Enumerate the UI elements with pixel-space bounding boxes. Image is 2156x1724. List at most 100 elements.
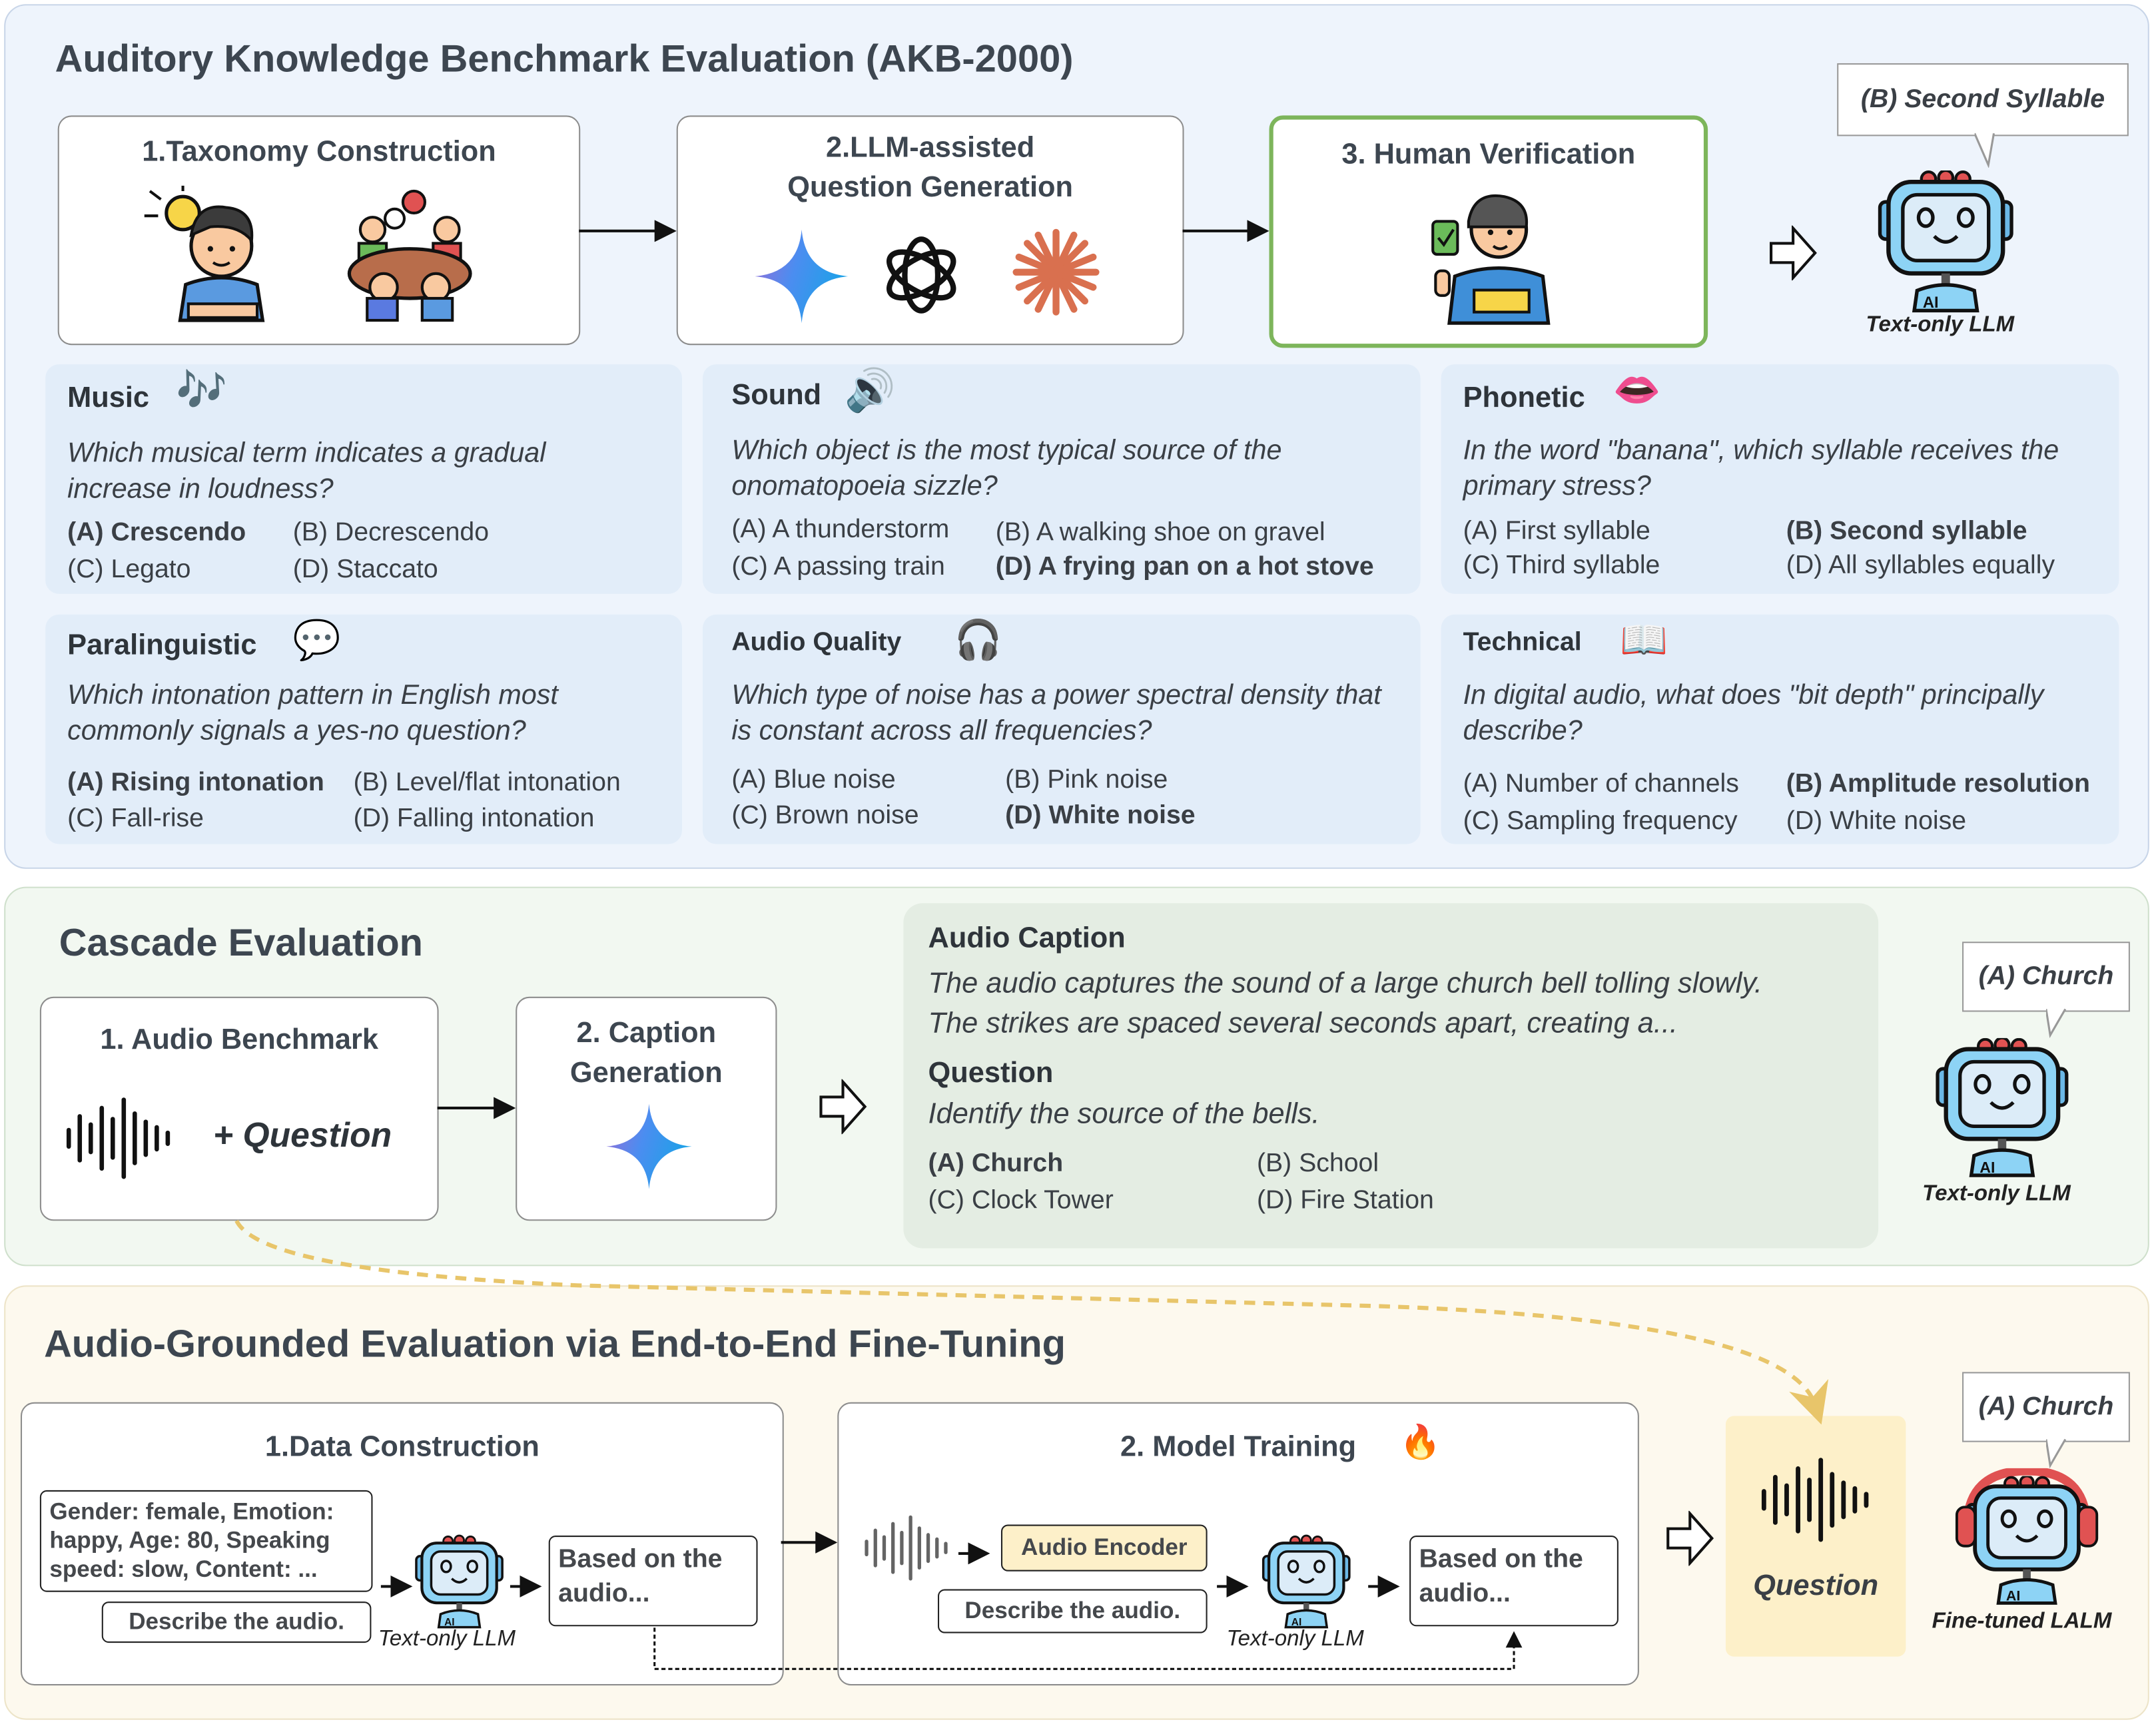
arrow-icon	[380, 1575, 413, 1597]
caption-line-1: The audio captures the sound of a large …	[928, 968, 1762, 1000]
arrow-icon	[1368, 1575, 1400, 1597]
book-icon: 📖	[1619, 619, 1668, 662]
category-card-technical: Technical 📖 In digital audio, what does …	[1441, 614, 2119, 844]
model-label: Text-only LLM	[1922, 1182, 2071, 1206]
category-question: Which intonation pattern in English most…	[67, 680, 558, 747]
option-b: (B) School	[1256, 1149, 1379, 1179]
step-label-line2: Generation	[569, 1057, 723, 1089]
openai-icon	[886, 236, 956, 314]
step-label: 3. Human Verification	[1341, 139, 1636, 170]
option-d: (D) White noise	[1005, 801, 1196, 830]
arrow-icon	[510, 1575, 542, 1597]
musical-notes-icon: 🎶	[176, 368, 228, 414]
option-b: (B) Pink noise	[1005, 765, 1168, 795]
arrow-construction-to-training	[781, 1531, 838, 1554]
step-llm-question-generation: 2.LLM-assisted Question Generation	[676, 115, 1184, 346]
arrow-icon	[1217, 1575, 1249, 1597]
option-d: (D) Fire Station	[1256, 1186, 1434, 1216]
option-b: (B) A walking shoe on gravel	[995, 518, 1325, 547]
option-b: (B) Amplitude resolution	[1786, 770, 2090, 799]
option-b: (B) Level/flat intonation	[353, 768, 621, 798]
plus-question-label: + Question	[212, 1116, 392, 1155]
caption-line-2: The strikes are spaced several seconds a…	[928, 1007, 1678, 1039]
step-label: 2. Model Training	[1120, 1431, 1357, 1463]
arrow-icon	[958, 1542, 990, 1565]
akb-title: Auditory Knowledge Benchmark Evaluation …	[55, 37, 1074, 80]
bubble-tail	[2045, 1008, 2067, 1038]
speaker-icon: 🔊	[844, 368, 896, 414]
answer-bubble: (B) Second Syllable	[1837, 63, 2129, 137]
step-taxonomy-construction: 1.Taxonomy Construction	[57, 115, 581, 346]
step-label: 1. Audio Benchmark	[100, 1024, 379, 1056]
caption-panel: Audio Caption The audio captures the sou…	[903, 903, 1879, 1249]
category-question: Which musical term indicates a gradual i…	[67, 438, 546, 505]
heart-speech-icon: 💬	[292, 619, 341, 662]
category-title: Sound	[731, 379, 822, 412]
option-c: (C) Sampling frequency	[1463, 806, 1738, 836]
arrow-step1-to-step2	[579, 220, 677, 242]
bubble-tail	[1974, 133, 1995, 168]
prompt-box: Describe the audio.	[101, 1601, 372, 1643]
model-label: Fine-tuned LALM	[1932, 1609, 2112, 1633]
arrow-benchmark-to-caption	[437, 1097, 516, 1119]
category-title: Technical	[1463, 628, 1582, 657]
step-label: 1.Data Construction	[264, 1431, 539, 1463]
output-box: Based on the audio...	[548, 1536, 758, 1627]
category-title: Music	[67, 382, 150, 414]
team-meeting-icon	[347, 189, 472, 322]
option-a: (A) First syllable	[1463, 517, 1650, 546]
lips-icon: 👄	[1613, 368, 1661, 412]
output-box: Based on the audio...	[1409, 1536, 1618, 1627]
category-card-paralinguistic: Paralinguistic 💬 Which intonation patter…	[45, 614, 682, 844]
audio-question-panel: Question	[1725, 1416, 1906, 1657]
step-label-line1: 2.LLM-assisted	[826, 132, 1035, 164]
option-d: (D) All syllables equally	[1786, 551, 2055, 581]
thinking-person-icon	[144, 185, 265, 322]
caption-generation-box: 2. Caption Generation	[516, 996, 777, 1221]
caption-heading: Audio Caption	[928, 922, 1126, 954]
option-d: (D) Falling intonation	[353, 804, 595, 834]
option-d: (D) White noise	[1786, 806, 1967, 836]
option-a: (A) A thunderstorm	[731, 515, 950, 545]
prompt-box: Describe the audio.	[937, 1589, 1208, 1633]
fine-tuned-robot-icon	[1955, 1468, 2099, 1605]
option-d: (D) Staccato	[292, 555, 438, 585]
supervision-dashed-arrow	[653, 1627, 1523, 1670]
answer-bubble: (A) Church	[1962, 942, 2130, 1012]
question-label: Question	[1753, 1570, 1879, 1602]
option-c: (C) Fall-rise	[67, 804, 204, 834]
grounded-title: Audio-Grounded Evaluation via End-to-End…	[44, 1322, 1066, 1366]
claude-icon	[1012, 228, 1100, 316]
audio-encoder-box: Audio Encoder	[1000, 1524, 1208, 1572]
step-label-line1: 2. Caption	[576, 1017, 717, 1049]
option-c: (C) Third syllable	[1463, 551, 1660, 581]
option-c: (C) Brown noise	[731, 801, 919, 830]
option-a: (A) Number of channels	[1463, 770, 1739, 799]
option-a: (A) Church	[928, 1149, 1064, 1179]
option-b: (B) Second syllable	[1786, 517, 2027, 546]
arrow-step2-to-step3	[1182, 220, 1269, 242]
category-card-music: Music 🎶 Which musical term indicates a g…	[45, 364, 682, 594]
step-human-verification: 3. Human Verification	[1269, 115, 1708, 348]
category-card-sound: Sound 🔊 Which object is the most typical…	[702, 364, 1421, 594]
option-a: (A) Blue noise	[731, 765, 896, 795]
option-a: (A) Rising intonation	[67, 768, 324, 798]
option-d: (D) A frying pan on a hot stove	[995, 552, 1374, 582]
category-card-audio-quality: Audio Quality 🎧 Which type of noise has …	[702, 614, 1421, 844]
question-heading: Question	[928, 1057, 1054, 1089]
human-verifier-icon	[1431, 194, 1551, 325]
category-card-phonetic: Phonetic 👄 In the word "banana", which s…	[1441, 364, 2119, 594]
headphones-icon: 🎧	[954, 619, 1002, 662]
category-question: In the word "banana", which syllable rec…	[1463, 435, 2059, 502]
question-text: Identify the source of the bells.	[928, 1098, 1320, 1131]
step-label-line2: Question Generation	[787, 172, 1074, 204]
option-c: (C) Clock Tower	[928, 1186, 1114, 1216]
option-a: (A) Crescendo	[67, 518, 246, 547]
step-label: 1.Taxonomy Construction	[142, 136, 496, 168]
category-title: Phonetic	[1463, 382, 1585, 414]
metadata-box: Gender: female, Emotion: happy, Age: 80,…	[39, 1490, 373, 1592]
bubble-tail	[2045, 1438, 2067, 1468]
audio-benchmark-box: 1. Audio Benchmark + Question	[39, 996, 439, 1221]
